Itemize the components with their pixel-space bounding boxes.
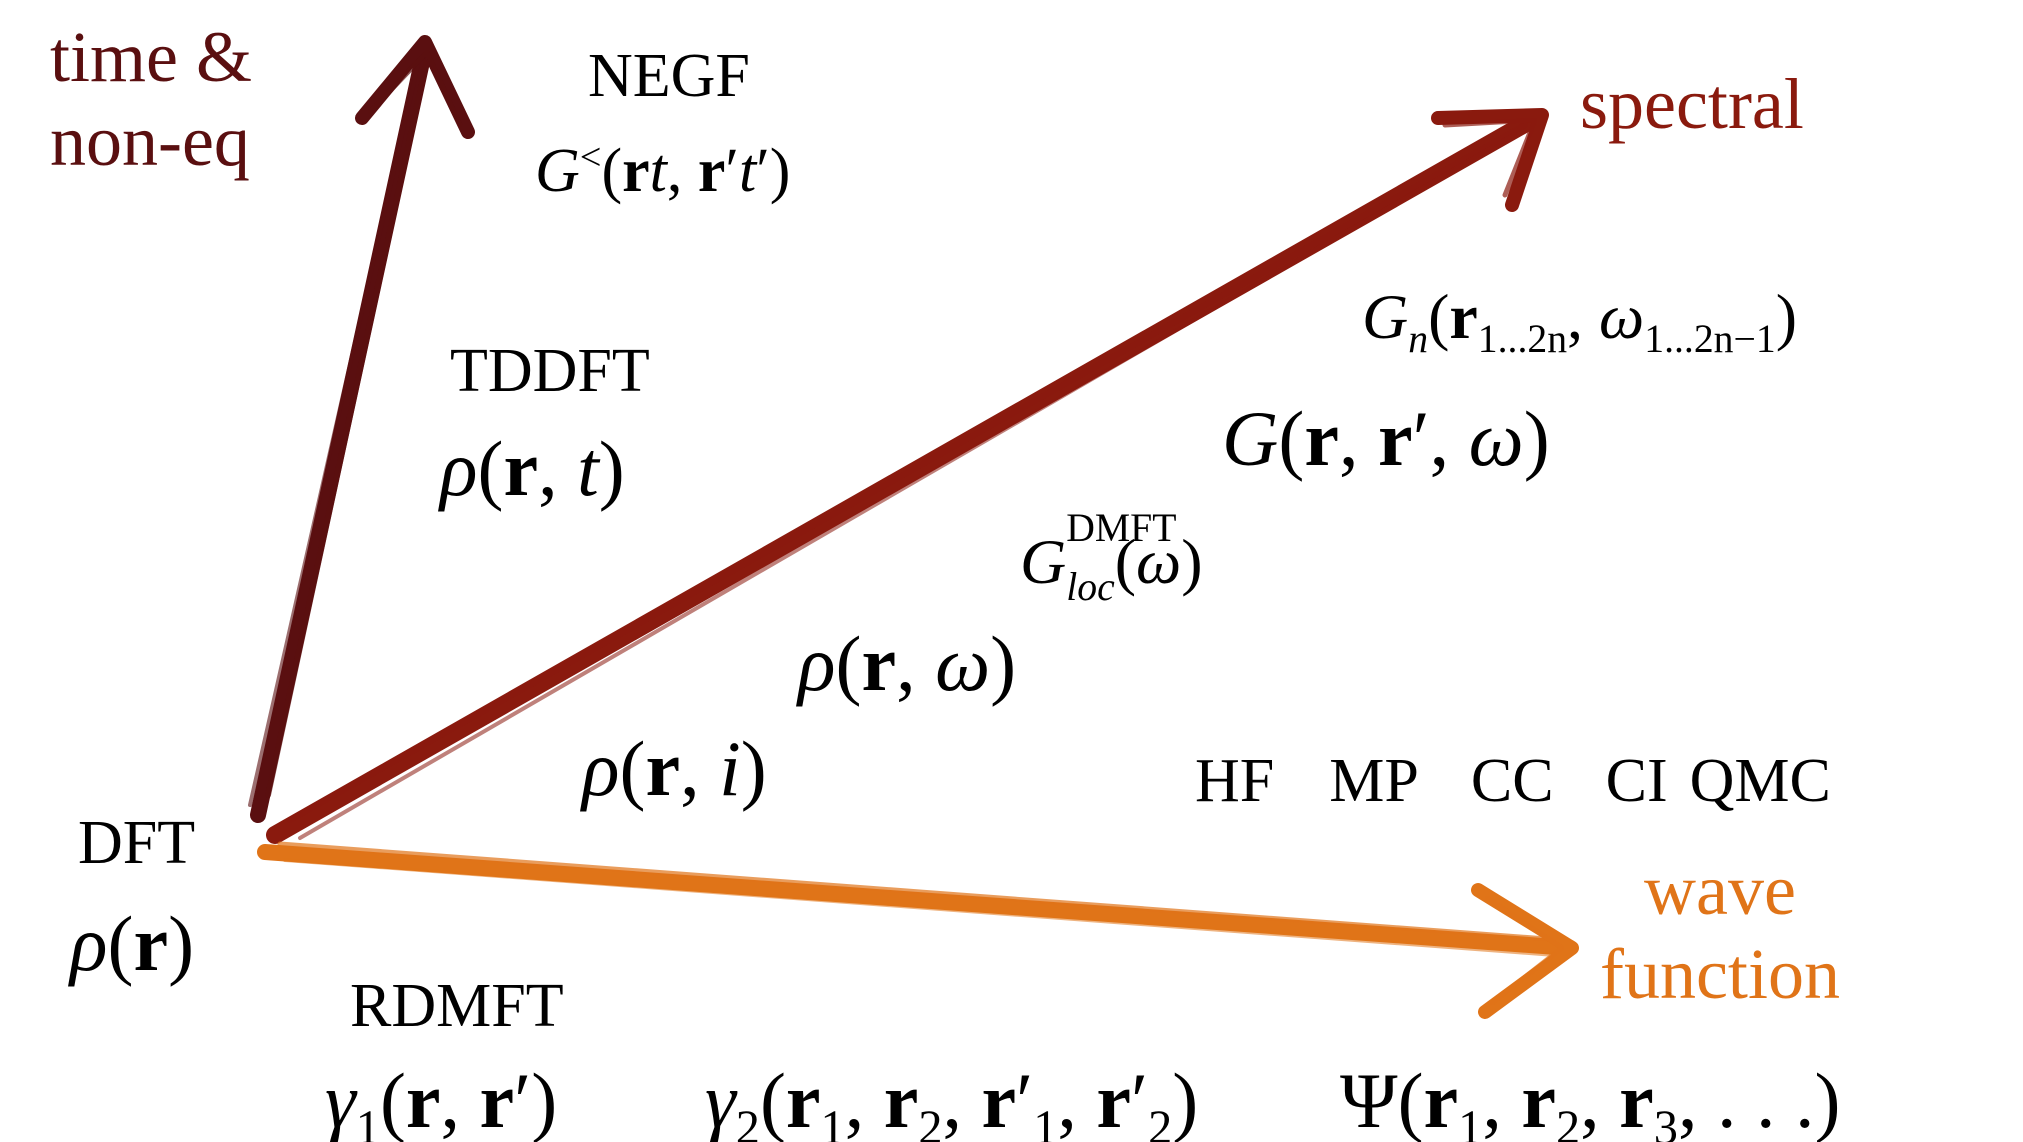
lesser-superscript: < [579,136,602,179]
gamma-symbol: γ [325,1057,356,1142]
g-r-rprime-omega-expression: G(r, r′, ω) [1222,395,1550,482]
gamma2-expression: γ2(r1, r2, r′1, r′2) [705,1062,1198,1142]
negf-label: NEGF [588,42,750,110]
gamma-subscript: 2 [735,1101,760,1142]
ellipsis: . . . [1716,1057,1815,1142]
psi-symbol: Ψ [1340,1057,1398,1142]
g-symbol: G [535,137,580,205]
g-symbol: G [1362,281,1409,352]
omega-variable: ω [1468,395,1524,482]
loc-subscript: loc [1066,565,1115,610]
rho-symbol: ρ [798,620,836,707]
rho-symbol: ρ [440,425,478,512]
wave-axis-line-1: wave [1644,850,1796,930]
rho-r-i-expression: ρ(r, i) [582,725,767,812]
rdmft-label: RDMFT [350,972,564,1040]
spectral-axis-label: spectral [1580,64,1804,144]
time-axis-line-1: time & [50,17,252,97]
method-mp: MP [1329,747,1419,815]
dft-expression: ρ(r) [70,900,195,987]
r-vector: r [133,900,169,987]
n-subscript: n [1408,316,1429,361]
g-n-expression: Gn(r1...2n, ω1...2n−1) [1362,281,1798,361]
psi-expression: Ψ(r1, r2, r3, . . .) [1340,1057,1841,1142]
wave-axis-line-2: function [1600,934,1840,1015]
rho-symbol: ρ [70,900,108,987]
negf-expression: G<(rt, r′t′) [535,136,791,205]
dft-label: DFT [78,809,196,877]
method-ci: CI [1605,747,1668,815]
time-axis-line-2: non-eq [50,101,250,182]
rho-symbol: ρ [582,725,620,812]
r-vector: r [861,620,897,707]
omega-subscript: 1...2n−1 [1644,316,1776,361]
omega-variable: ω [935,620,991,707]
i-variable: i [719,725,741,812]
r-subscript: 1...2n [1477,316,1568,361]
t-variable: t [577,425,599,512]
tddft-expression: ρ(r, t) [440,425,625,512]
g-symbol: G [1222,395,1279,482]
method-hf: HF [1195,747,1275,815]
gamma1-expression: γ1(r, r′) [325,1062,557,1142]
gamma-symbol: γ [705,1057,736,1142]
wave-function-axis-arrow [257,841,1579,1019]
method-cc: CC [1470,747,1554,815]
r-vector: r [645,725,681,812]
spectral-axis-arrow [266,108,1549,844]
wave-methods-row: HF MP CC CI QMC [1195,750,1831,812]
time-axis-label: time & non-eq [50,15,252,183]
omega-variable: ω [1136,526,1182,597]
tddft-label: TDDFT [450,337,650,405]
method-qmc: QMC [1689,747,1831,815]
wave-function-axis-label: wave function [1600,848,1840,1016]
g-symbol: G [1020,526,1067,597]
gamma-subscript: 1 [355,1101,380,1142]
rho-r-omega-expression: ρ(r, ω) [798,620,1017,707]
dmft-superscript: DMFT [1066,505,1177,550]
r-vector: r [503,425,539,512]
time-axis-arrow [248,35,475,823]
